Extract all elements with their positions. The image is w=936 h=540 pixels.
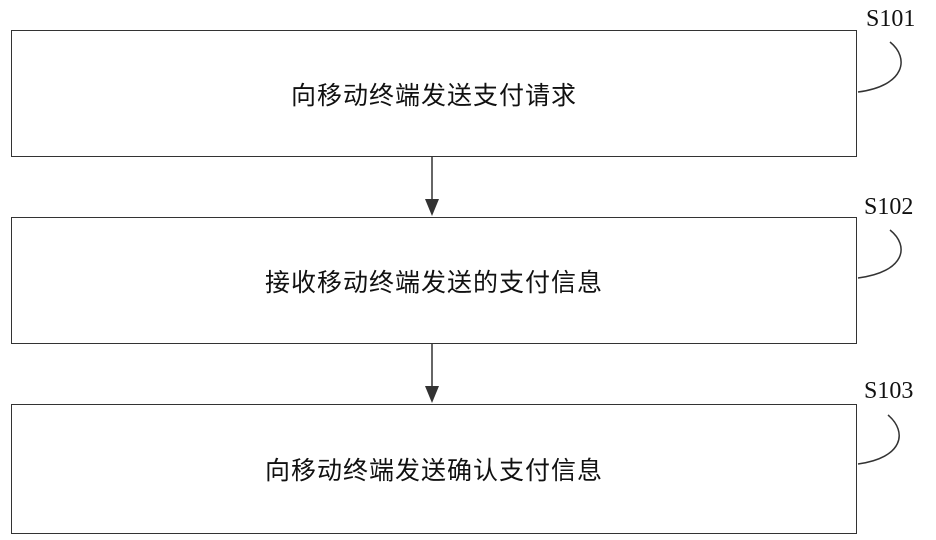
step-text-s103: 向移动终端发送确认支付信息: [264, 456, 603, 485]
step-box-s102: 接收移动终端发送的支付信息: [11, 217, 857, 344]
leader-curve-s101: [857, 41, 902, 93]
arrow-head-1-icon: [425, 199, 439, 216]
step-label-s101: S101: [866, 6, 916, 32]
step-box-s101: 向移动终端发送支付请求: [11, 30, 857, 157]
step-label-s103: S103: [864, 378, 914, 404]
step-box-s103: 向移动终端发送确认支付信息: [11, 404, 857, 534]
arrow-head-2-icon: [425, 386, 439, 403]
step-text-s101: 向移动终端发送支付请求: [290, 80, 577, 110]
step-label-s102: S102: [864, 194, 914, 220]
step-text-s102: 接收移动终端发送的支付信息: [264, 267, 603, 297]
leader-curve-s102: [857, 229, 902, 279]
leader-curve-s103: [857, 414, 900, 465]
